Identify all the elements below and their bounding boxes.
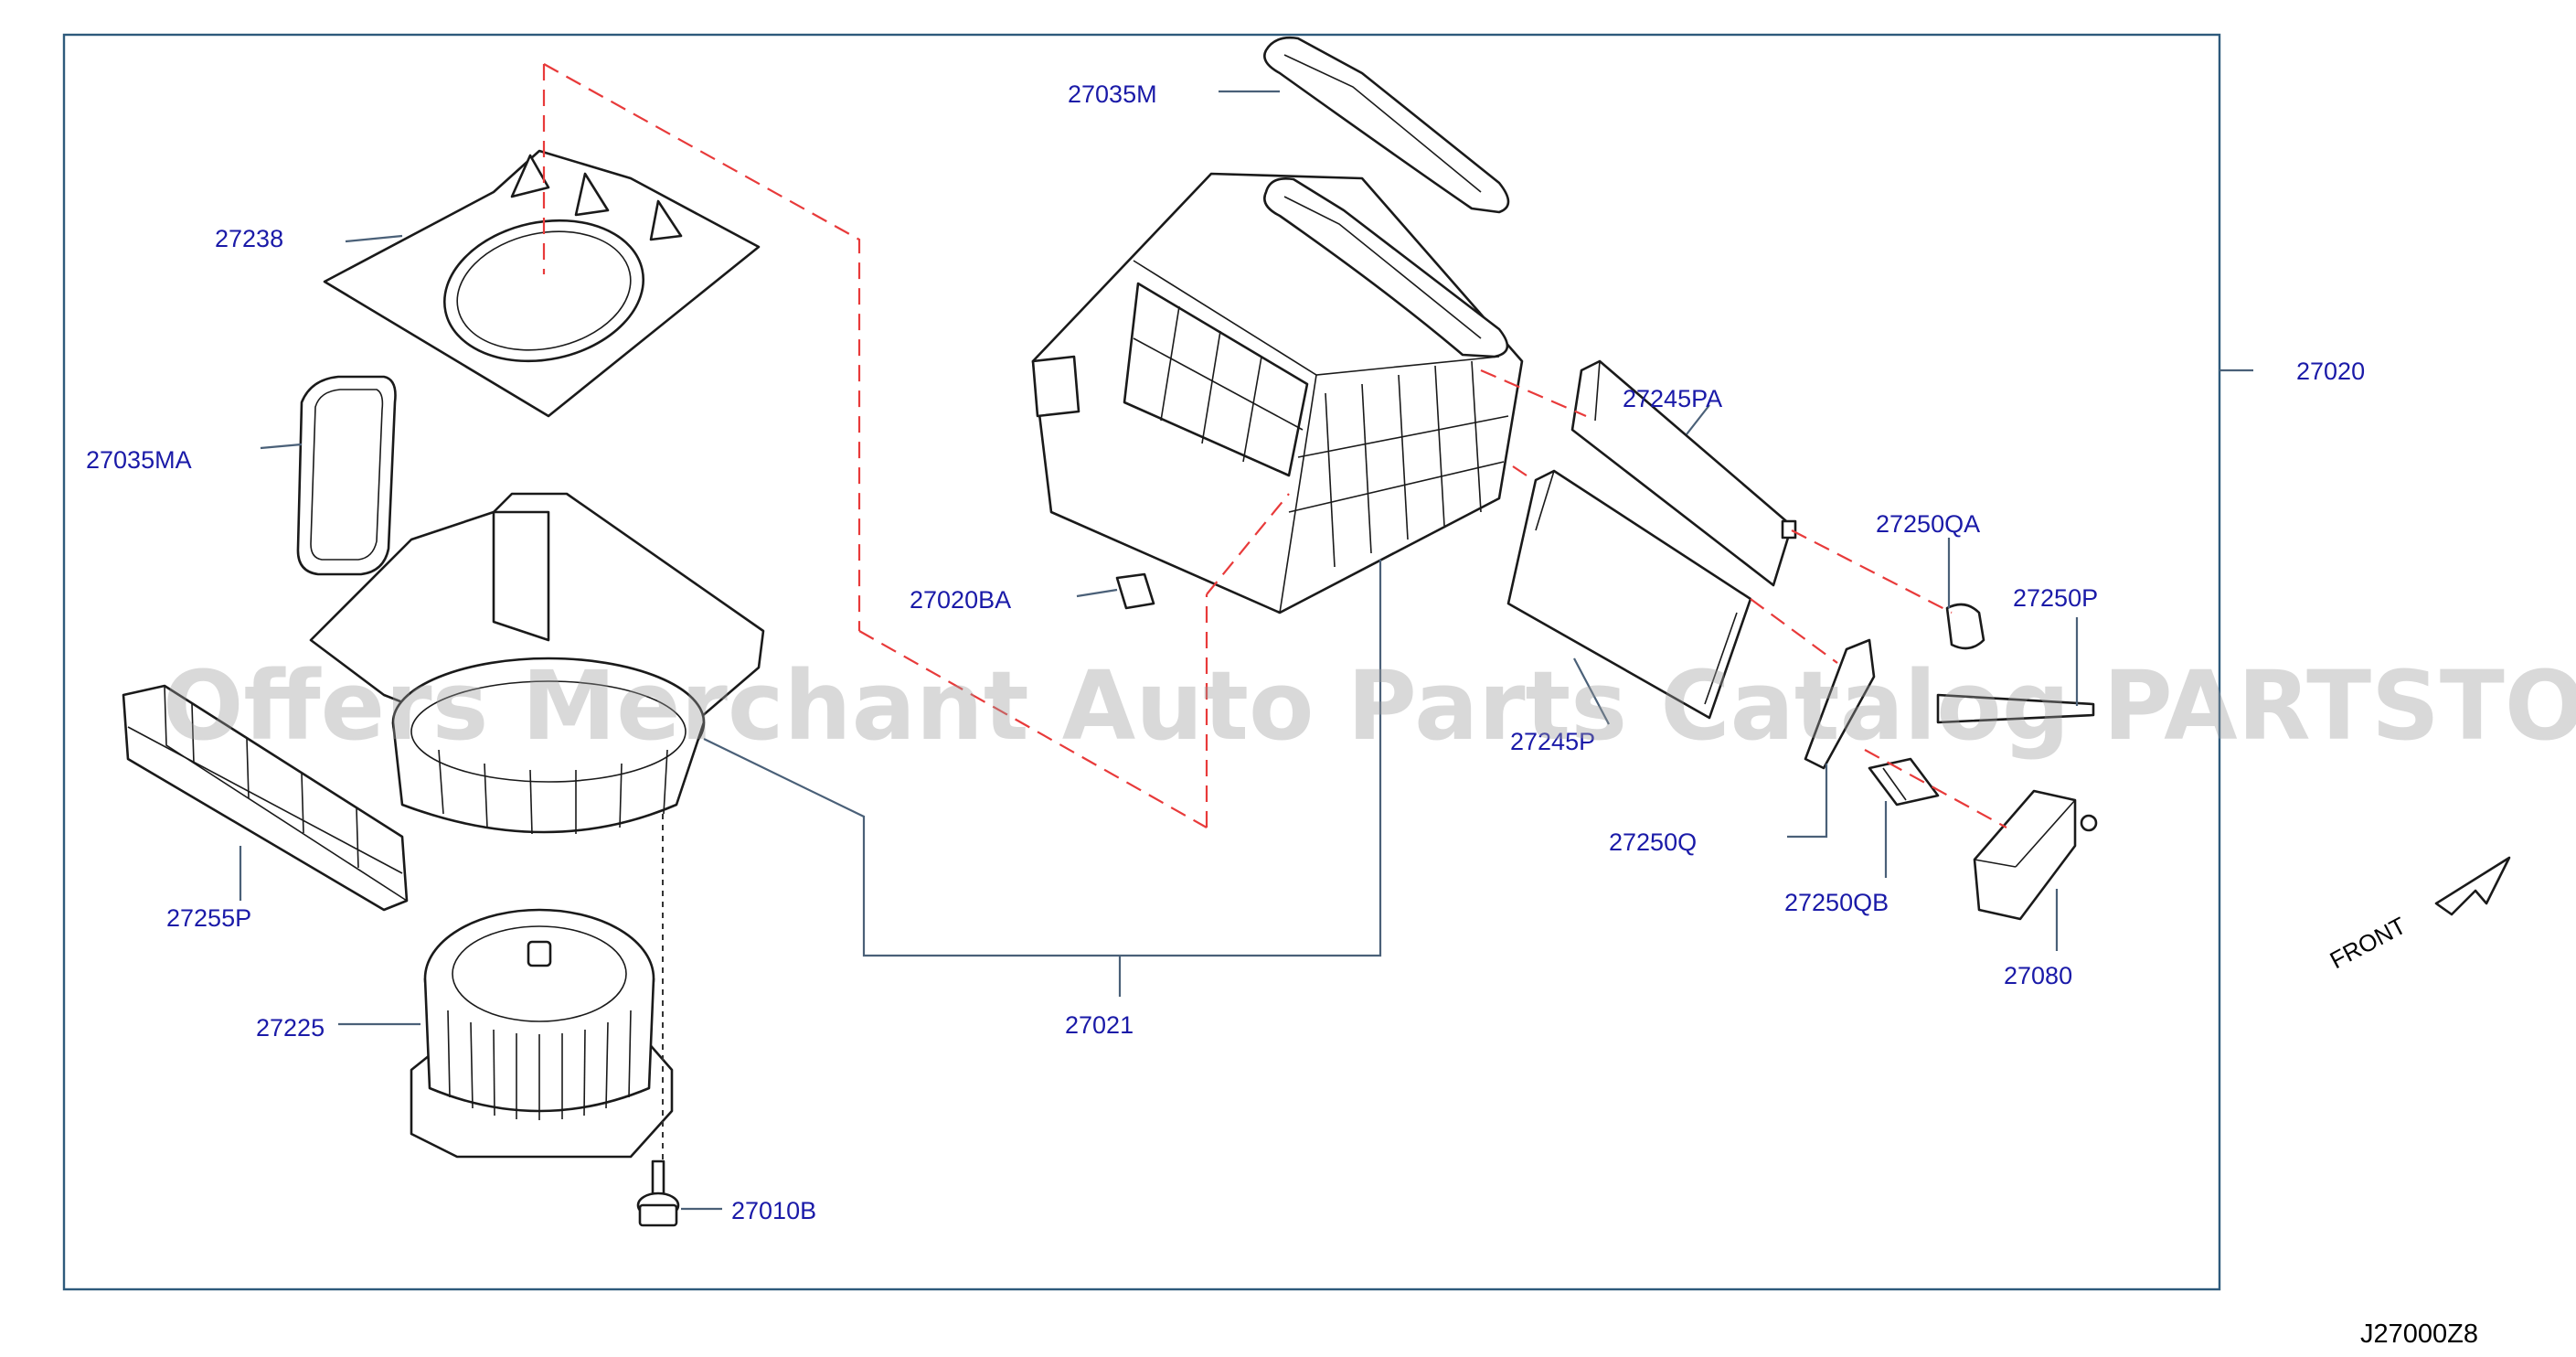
- front-indicator: FRONT: [2326, 856, 2511, 975]
- label-27250Q: 27250Q: [1609, 828, 1697, 856]
- label-27021: 27021: [1065, 1011, 1134, 1039]
- label-27010B: 27010B: [731, 1197, 816, 1224]
- part-27245PA-drawing: [1570, 359, 1797, 587]
- part-27250P-drawing: [1936, 693, 2095, 724]
- part-27035MA-drawing: [296, 375, 397, 576]
- part-27250Q-drawing: [1804, 638, 1876, 770]
- part-27021-drawing: [1031, 172, 1524, 614]
- label-27080: 27080: [2004, 962, 2072, 989]
- front-arrow-icon: [2434, 856, 2511, 916]
- front-label: FRONT: [2326, 912, 2411, 975]
- part-27250QA-drawing: [1945, 603, 1985, 650]
- part-27225-drawing: [410, 908, 674, 1159]
- label-27035M: 27035M: [1068, 80, 1157, 108]
- leader-lines: [239, 90, 2253, 1211]
- part-27010B-drawing: [636, 1159, 680, 1227]
- label-27245PA: 27245PA: [1623, 385, 1722, 412]
- label-27255P: 27255P: [166, 904, 251, 932]
- part-27255P-drawing: [122, 684, 409, 912]
- diagram-frame: [62, 33, 2221, 1291]
- label-27250QB: 27250QB: [1784, 889, 1889, 916]
- part-blower-housing-drawing: [309, 492, 765, 835]
- label-27020BA: 27020BA: [910, 586, 1011, 614]
- diagram-reference-code: J27000Z8: [2360, 1320, 2478, 1349]
- label-27225: 27225: [256, 1014, 325, 1042]
- part-27245P-drawing: [1506, 469, 1752, 720]
- label-27020: 27020: [2296, 358, 2365, 385]
- part-27080-drawing: [1973, 789, 2098, 921]
- alignment-lines: [542, 63, 2007, 1161]
- part-27250QB-drawing: [1868, 757, 1940, 807]
- part-27020BA-drawing: [1115, 572, 1155, 610]
- part-27238-drawing: [323, 149, 761, 418]
- label-27250QA: 27250QA: [1876, 510, 1980, 538]
- label-27035MA: 27035MA: [86, 446, 192, 474]
- label-27238: 27238: [215, 225, 283, 252]
- label-27250P: 27250P: [2013, 584, 2098, 612]
- watermark: Offers Merchant Auto Parts Catalog PARTS…: [163, 650, 2576, 762]
- part-27035M-drawing: [1263, 37, 1510, 358]
- label-27245P: 27245P: [1510, 728, 1595, 755]
